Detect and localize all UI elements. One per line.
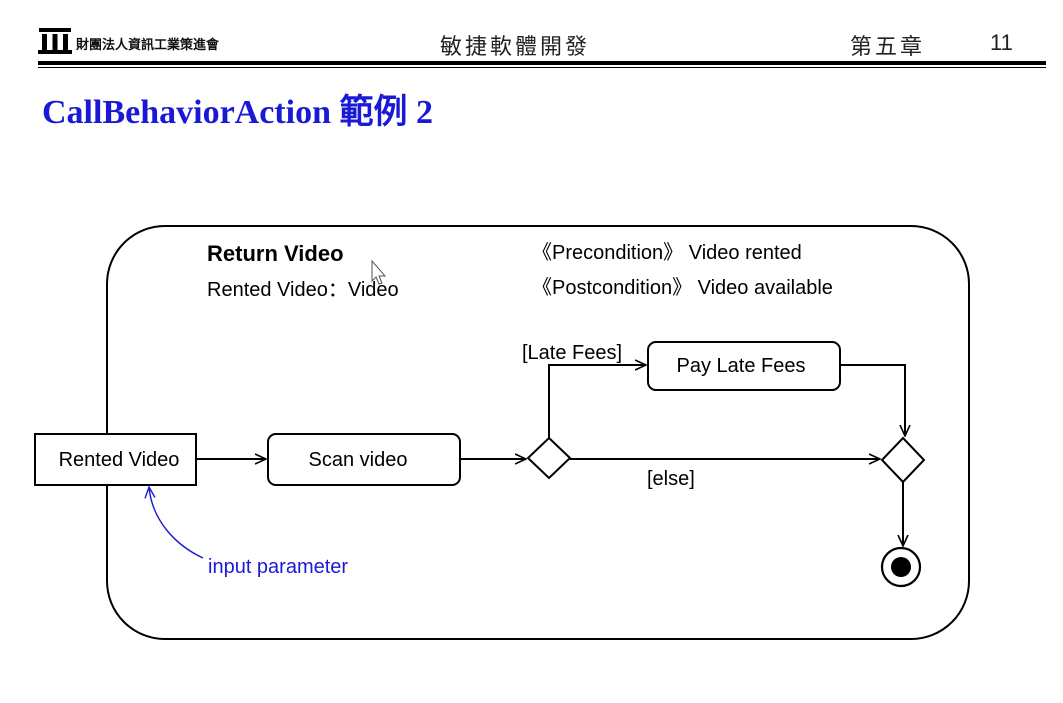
activity-frame xyxy=(106,225,970,640)
slide-header: 財團法人資訊工業策進會 敏捷軟體開發 第五章 11 xyxy=(0,0,1063,70)
header-rule-thick xyxy=(38,61,1046,65)
slide-title: CallBehaviorAction 範例 2 xyxy=(42,94,433,131)
annotation-input-parameter: input parameter xyxy=(208,556,348,578)
chapter-label: 第五章 xyxy=(850,35,926,60)
scan-video-label: Scan video xyxy=(309,449,408,471)
decision-node xyxy=(526,436,572,480)
flow-pay-to-merge xyxy=(841,364,905,436)
postcondition-label: 《Postcondition》 Video available xyxy=(532,277,833,299)
pay-late-fees-label: Pay Late Fees xyxy=(677,355,806,377)
annotation-pointer xyxy=(149,487,204,559)
page-number: 11 xyxy=(990,30,1013,55)
input-parameter-node xyxy=(34,433,197,486)
scan-video-action xyxy=(267,433,461,486)
pay-late-fees-action xyxy=(647,341,841,391)
mouse-cursor-icon xyxy=(371,259,387,285)
flow-decision-to-pay xyxy=(548,365,646,438)
merge-node xyxy=(880,436,926,484)
precondition-label: 《Precondition》 Video rented xyxy=(532,242,802,264)
final-node-inner xyxy=(891,557,911,577)
guard-late-fees: [Late Fees] xyxy=(522,342,622,364)
guard-else: [else] xyxy=(647,468,695,490)
course-title: 敏捷軟體開發 xyxy=(440,35,591,60)
institute-logo-icon xyxy=(38,28,72,54)
organization-name: 財團法人資訊工業策進會 xyxy=(76,38,220,53)
header-rule-thin xyxy=(38,67,1046,68)
parameter-declaration: Rented Video：Video xyxy=(207,279,399,301)
input-parameter-label: Rented Video xyxy=(59,449,180,471)
activity-name: Return Video xyxy=(207,241,344,266)
